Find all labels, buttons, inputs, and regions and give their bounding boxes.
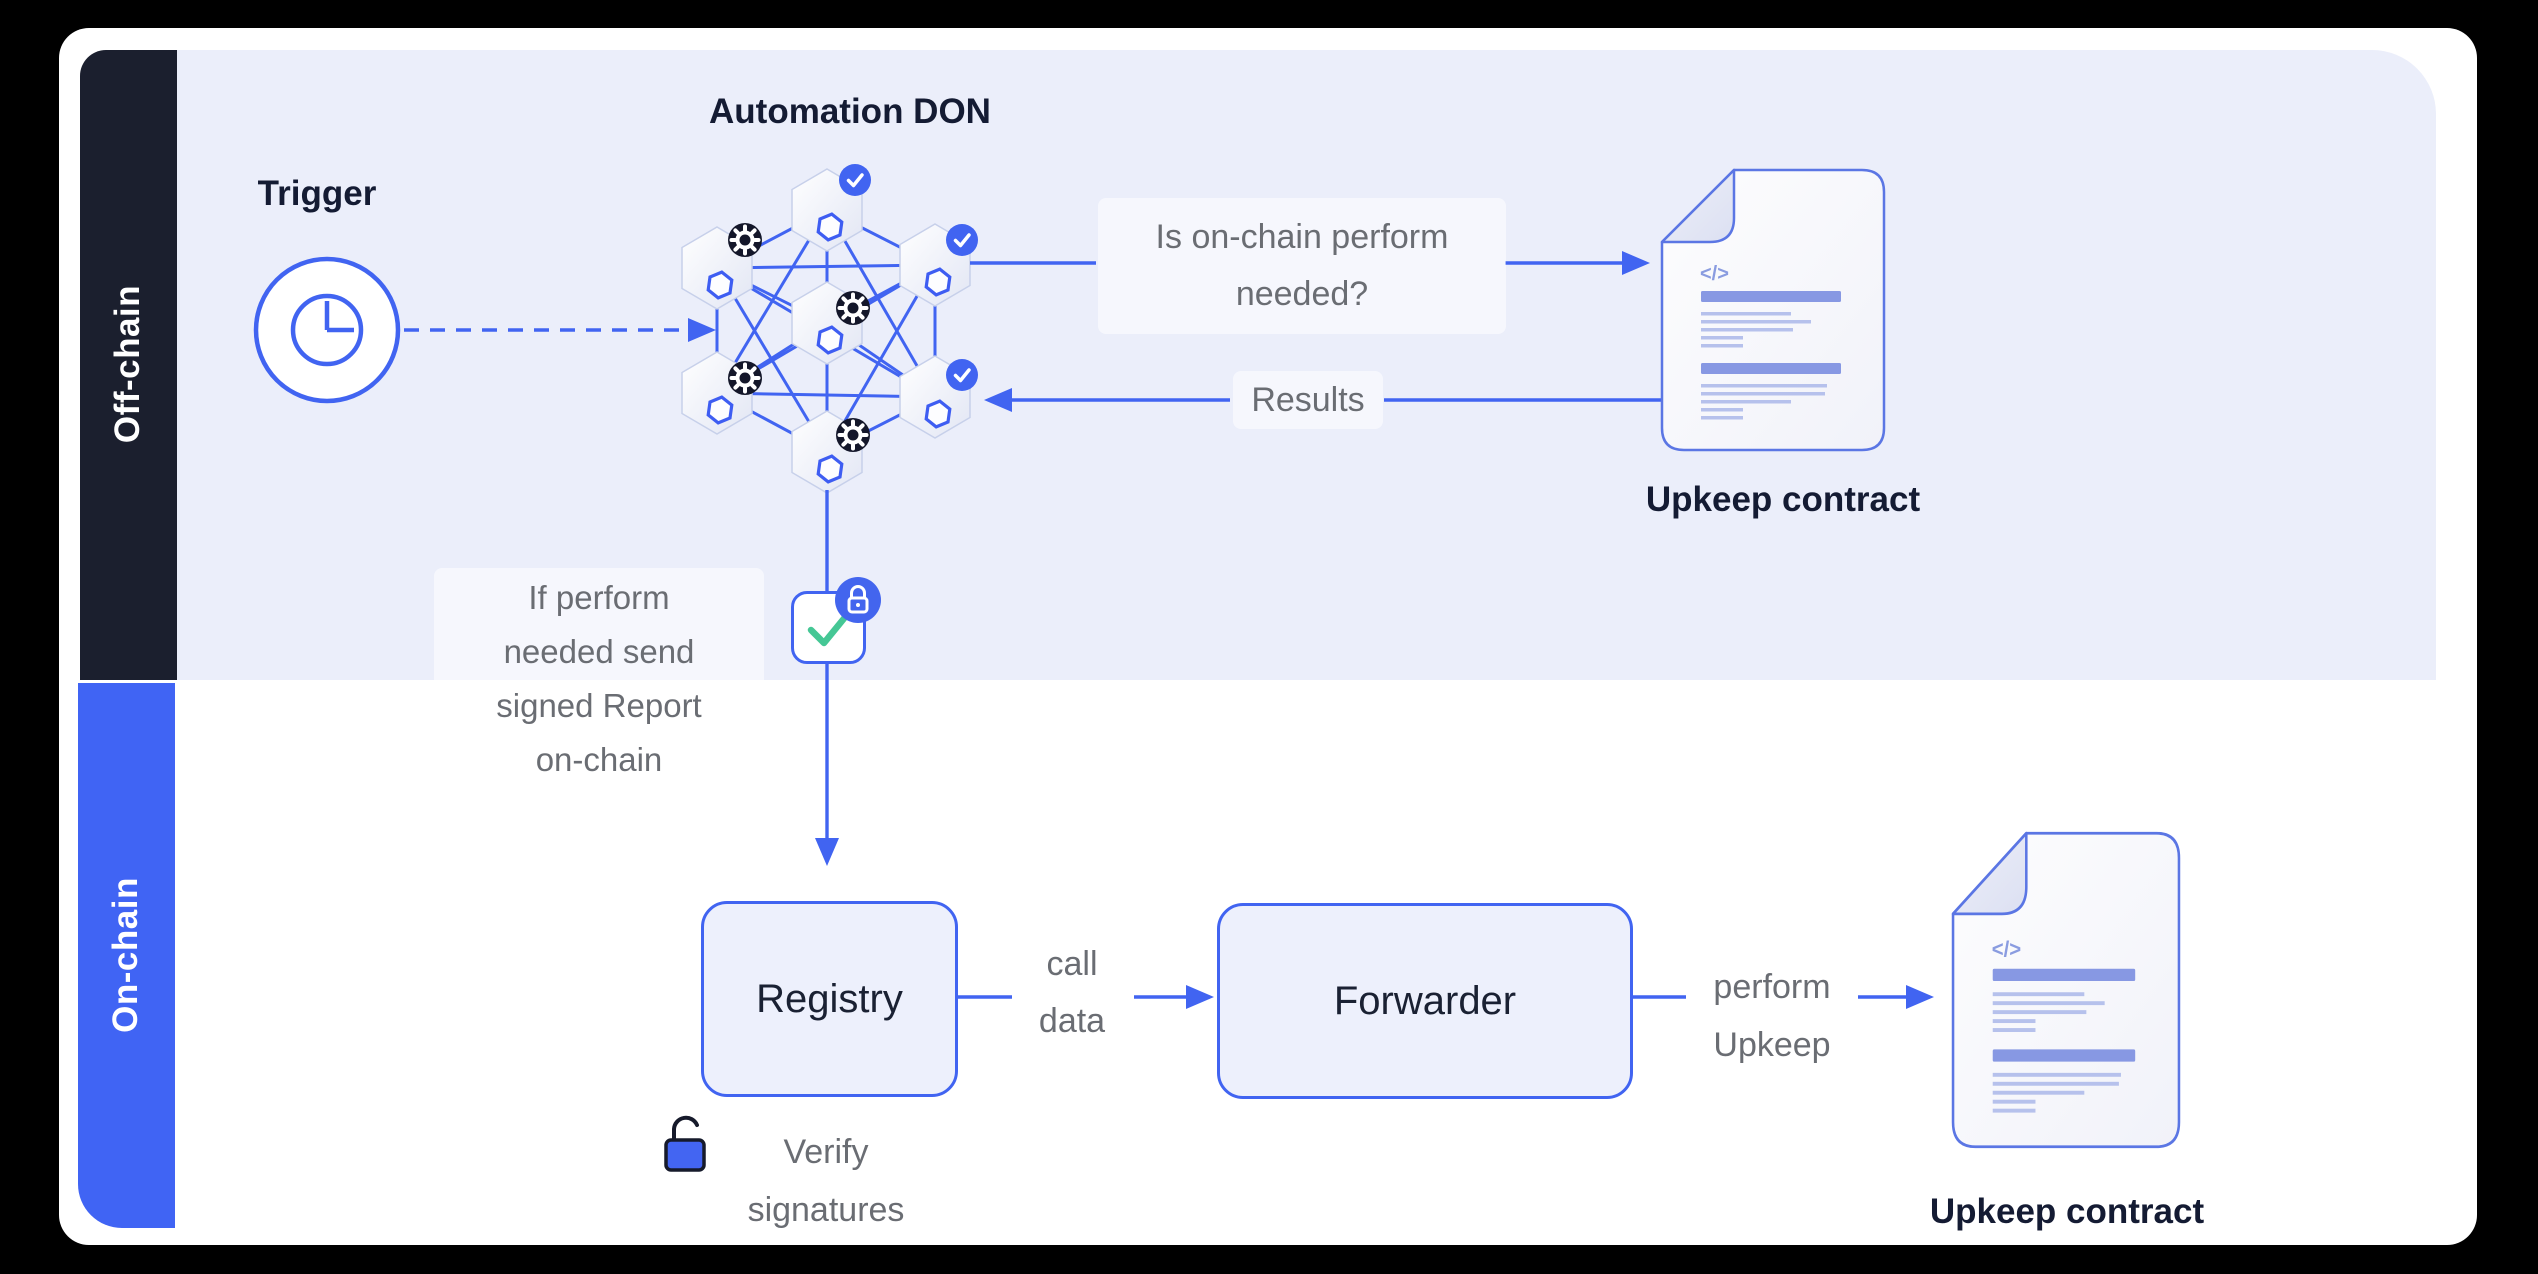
- offchain-band: [80, 50, 177, 680]
- offchain-band-label: Off-chain: [108, 284, 147, 444]
- gear-icon: [834, 416, 872, 454]
- report-annotation: If perform needed send signed Report on-…: [434, 568, 764, 790]
- check-circle-icon: [837, 162, 873, 198]
- signed-report-icon: [791, 577, 881, 664]
- check-circle-icon: [944, 222, 980, 258]
- onchain-band: [78, 683, 175, 1228]
- check-icon: [807, 612, 850, 647]
- trigger-label: Trigger: [257, 174, 377, 213]
- upkeep-contract-label-bottom: Upkeep contract: [1929, 1192, 2205, 1231]
- upkeep-contract-label-top: Upkeep contract: [1645, 480, 1921, 519]
- don-nodes: [680, 167, 972, 495]
- verify-signatures-text: Verify signatures: [747, 1133, 905, 1229]
- report-note-text: If perform needed send signed Report on-…: [496, 579, 702, 778]
- question-annotation: Is on-chain perform needed?: [1098, 198, 1506, 334]
- upkeep-contract-doc-icon: [1951, 831, 2181, 1149]
- upkeep-contract-doc-icon: </>: [1660, 168, 1886, 452]
- forwarder-box: Forwarder: [1217, 903, 1633, 1099]
- onchain-band-label: On-chain: [106, 877, 145, 1033]
- check-circle-icon: [944, 357, 980, 393]
- perform-upkeep-text: perform Upkeep: [1713, 968, 1831, 1064]
- registry-box: Registry: [701, 901, 958, 1097]
- registry-label: Registry: [756, 976, 903, 1021]
- gear-icon: [726, 221, 764, 259]
- gear-icon: [834, 289, 872, 327]
- results-annotation: Results: [1233, 371, 1383, 429]
- results-text: Results: [1251, 380, 1365, 419]
- clock-icon: [253, 256, 401, 404]
- call-data-text: call data: [1038, 945, 1106, 1040]
- open-padlock-icon: [664, 1115, 706, 1172]
- question-text: Is on-chain perform needed?: [1155, 218, 1449, 313]
- automation-don-network: [680, 162, 980, 495]
- don-title: Automation DON: [709, 92, 991, 131]
- lock-icon: [847, 585, 869, 614]
- forwarder-label: Forwarder: [1333, 978, 1517, 1023]
- lock-badge: [835, 577, 881, 623]
- gear-icon: [726, 359, 764, 397]
